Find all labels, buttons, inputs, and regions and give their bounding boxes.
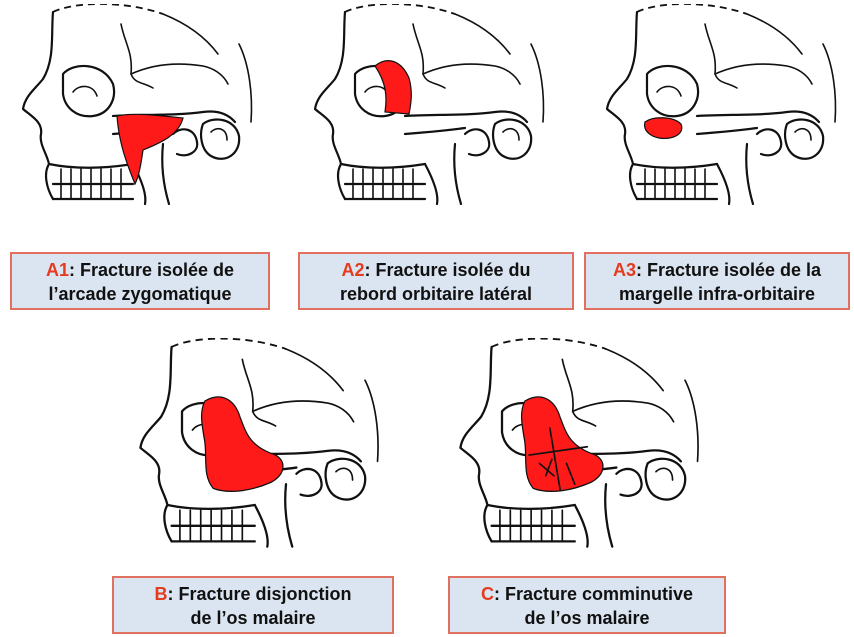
caption-code: B [154,584,167,604]
caption-line2: de l’os malaire [190,608,315,628]
caption-line2: l’arcade zygomatique [48,284,231,304]
caption-line1: : Fracture isolée de la [636,260,821,280]
panel-a2-illustration [300,4,560,214]
caption-code: C [481,584,494,604]
panel-c-illustration [450,338,710,568]
panel-a3-illustration [594,4,850,214]
caption-a1: A1: Fracture isolée de l’arcade zygomati… [10,252,270,310]
caption-line2: de l’os malaire [524,608,649,628]
fracture-zygomatic-arch [117,114,183,184]
caption-c: C: Fracture comminutive de l’os malaire [448,576,726,634]
caption-b: B: Fracture disjonction de l’os malaire [112,576,394,634]
caption-line1: : Fracture comminutive [494,584,693,604]
fracture-infra-orbital-rim [645,118,682,139]
fracture-comminuted-malar [522,397,603,491]
caption-line2: rebord orbitaire latéral [340,284,532,304]
caption-a3: A3: Fracture isolée de la margelle infra… [584,252,850,310]
caption-code: A3 [613,260,636,280]
panel-a1-illustration [8,4,268,214]
caption-line1: : Fracture isolée du [364,260,530,280]
caption-code: A2 [341,260,364,280]
fracture-malar-disjunction [202,397,283,491]
caption-a2: A2: Fracture isolée du rebord orbitaire … [298,252,574,310]
caption-line1: : Fracture isolée de [69,260,234,280]
caption-line1: : Fracture disjonction [167,584,351,604]
panel-b-illustration [130,338,390,568]
caption-code: A1 [46,260,69,280]
caption-line2: margelle infra-orbitaire [619,284,815,304]
